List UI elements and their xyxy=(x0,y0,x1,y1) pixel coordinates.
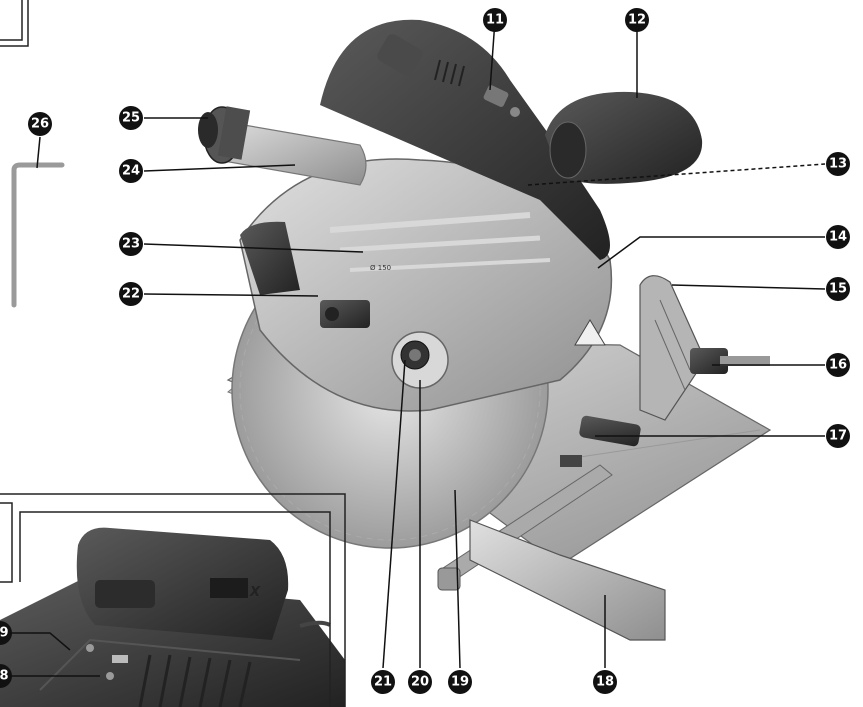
battery-on-charger: X xyxy=(76,527,289,640)
svg-text:18: 18 xyxy=(596,675,614,690)
label-13: 13 xyxy=(826,152,850,176)
label-24: 24 xyxy=(119,159,143,183)
fence-lock xyxy=(690,348,770,374)
label-23: 23 xyxy=(119,232,143,256)
label-8-partial: 8 xyxy=(0,664,12,688)
frame-corner-top-left xyxy=(0,0,29,47)
label-9-partial: 9 xyxy=(0,621,12,645)
battery-pack xyxy=(240,221,300,295)
auxiliary-handle xyxy=(545,91,703,184)
bevel-lock-knob xyxy=(560,415,641,467)
svg-text:14: 14 xyxy=(829,230,847,245)
hex-key xyxy=(11,162,65,308)
label-21: 21 xyxy=(371,670,395,694)
svg-text:12: 12 xyxy=(628,13,646,28)
svg-text:17: 17 xyxy=(829,429,847,444)
blade-guard: Ø 150 xyxy=(239,158,613,412)
label-22: 22 xyxy=(119,282,143,306)
label-15: 15 xyxy=(826,277,850,301)
label-11: 11 xyxy=(483,8,507,32)
parallel-guide xyxy=(437,464,666,641)
svg-text:8: 8 xyxy=(0,669,9,684)
label-14: 14 xyxy=(826,225,850,249)
svg-text:9: 9 xyxy=(0,626,9,641)
svg-text:13: 13 xyxy=(829,157,847,172)
svg-text:15: 15 xyxy=(829,282,847,297)
label-17: 17 xyxy=(826,424,850,448)
label-16: 16 xyxy=(826,353,850,377)
inset-frame xyxy=(0,493,346,707)
label-19: 19 xyxy=(448,670,472,694)
guard-text: Ø 150 xyxy=(370,264,391,272)
battery-logo: X xyxy=(249,585,261,600)
svg-text:16: 16 xyxy=(829,358,847,373)
svg-text:23: 23 xyxy=(122,237,140,252)
label-18: 18 xyxy=(593,670,617,694)
svg-text:19: 19 xyxy=(451,675,469,690)
svg-text:22: 22 xyxy=(122,287,140,302)
vent-slots xyxy=(434,59,465,87)
svg-text:21: 21 xyxy=(374,675,392,690)
label-12: 12 xyxy=(625,8,649,32)
motor-housing xyxy=(320,19,610,260)
charger-ribs xyxy=(138,654,252,707)
svg-text:11: 11 xyxy=(486,13,504,28)
blade-flange xyxy=(391,331,449,389)
label-25: 25 xyxy=(119,106,143,130)
svg-text:24: 24 xyxy=(122,164,140,179)
label-20: 20 xyxy=(408,670,432,694)
bevel-scale xyxy=(639,275,706,421)
svg-text:20: 20 xyxy=(411,675,429,690)
svg-text:26: 26 xyxy=(31,117,49,132)
dust-extraction-port xyxy=(198,106,367,186)
guard-lever xyxy=(320,300,370,328)
svg-text:25: 25 xyxy=(122,111,140,126)
label-26: 26 xyxy=(28,112,52,136)
